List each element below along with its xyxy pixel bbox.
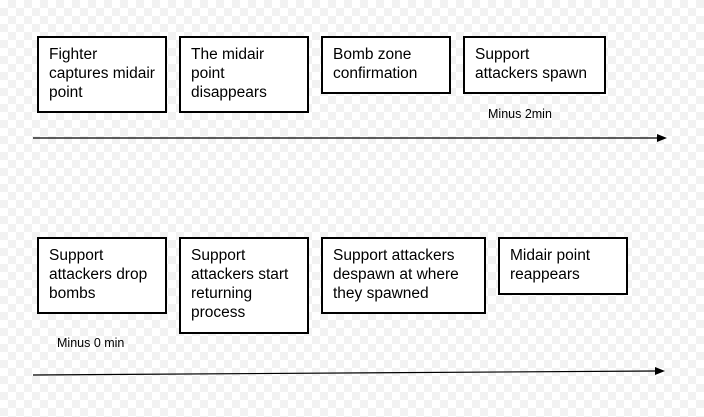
timeline-arrowhead-2 — [655, 367, 665, 375]
timeline-step-1: Fighter captures midair point — [37, 36, 167, 113]
timeline-step-3: Bomb zone confirmation — [321, 36, 451, 94]
timeline-step-6: Support attackers start returning proces… — [179, 237, 309, 334]
timeline-step-4: Support attackers spawn — [463, 36, 606, 94]
timeline-step-7: Support attackers despawn at where they … — [321, 237, 486, 314]
time-note-minus-2min: Minus 2min — [488, 107, 552, 121]
timeline-arrow-2 — [32, 370, 657, 376]
time-note-minus-0-min: Minus 0 min — [57, 336, 125, 350]
timeline-step-2: The midair point disappears — [179, 36, 309, 113]
timeline-step-8: Midair point reappears — [498, 237, 628, 295]
timeline-step-5: Support attackers drop bombs — [37, 237, 167, 314]
timeline-arrowhead-1 — [657, 134, 667, 142]
